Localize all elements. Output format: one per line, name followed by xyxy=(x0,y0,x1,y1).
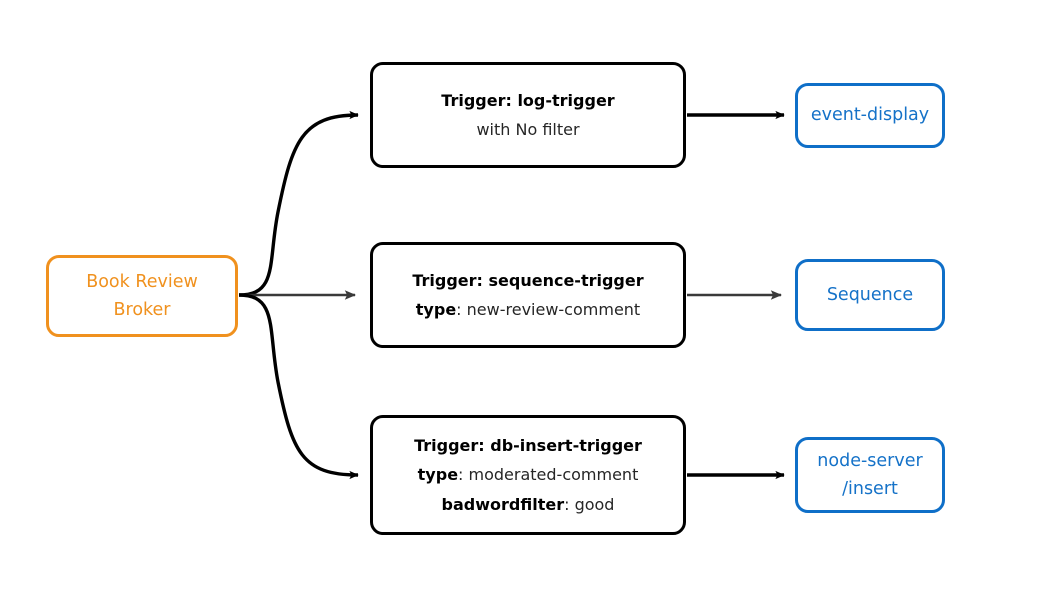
trigger-log-line-1: Trigger: log-trigger xyxy=(441,86,614,115)
trigger-db-line-1-bold: Trigger: db-insert-trigger xyxy=(414,436,642,456)
node-trigger-db-insert-trigger[interactable]: Trigger: db-insert-trigger type: moderat… xyxy=(370,415,686,535)
trigger-db-line-2-bold: type xyxy=(417,465,459,485)
trigger-db-line-3-rest: : good xyxy=(564,494,615,514)
edge-broker-to-log-trigger xyxy=(238,110,359,297)
node-trigger-log-trigger[interactable]: Trigger: log-trigger with No filter xyxy=(370,62,686,168)
trigger-log-line-1-bold: Trigger: log-trigger xyxy=(441,90,615,110)
edge-broker-to-db-insert-trigger xyxy=(238,293,359,480)
trigger-db-line-3-bold: badwordfilter xyxy=(441,494,565,514)
trigger-db-line-3: badwordfilter: good xyxy=(442,490,615,519)
trigger-sequence-line-2-rest: : new-review-comment xyxy=(456,300,641,319)
trigger-sequence-line-1: Trigger: sequence-trigger xyxy=(412,266,643,295)
trigger-sequence-line-2: type: new-review-comment xyxy=(416,295,640,324)
node-book-review-broker[interactable]: Book Review Broker xyxy=(46,255,238,337)
trigger-db-line-2-rest: : moderated-comment xyxy=(458,465,639,485)
endpoint-event-display-label: event-display xyxy=(810,105,930,126)
broker-line-1: Book Review xyxy=(86,271,198,292)
endpoint-sequence-label: Sequence xyxy=(826,284,914,305)
node-endpoint-node-server-insert[interactable]: node-server /insert xyxy=(795,437,945,513)
trigger-sequence-line-1-bold: Trigger: sequence-trigger xyxy=(412,270,644,290)
endpoint-node-server-line-2: /insert xyxy=(842,479,898,499)
node-endpoint-event-display[interactable]: event-display xyxy=(795,83,945,148)
trigger-db-line-1: Trigger: db-insert-trigger xyxy=(414,431,642,460)
endpoint-node-server-line-1: node-server xyxy=(817,450,923,471)
broker-line-2: Broker xyxy=(113,300,171,320)
trigger-log-line-2-rest: with No filter xyxy=(476,120,580,139)
trigger-db-line-2: type: moderated-comment xyxy=(418,460,639,489)
trigger-log-line-2: with No filter xyxy=(476,115,579,144)
node-endpoint-sequence[interactable]: Sequence xyxy=(795,259,945,331)
trigger-sequence-line-2-bold: type xyxy=(415,300,457,319)
node-trigger-sequence-trigger[interactable]: Trigger: sequence-trigger type: new-revi… xyxy=(370,242,686,348)
